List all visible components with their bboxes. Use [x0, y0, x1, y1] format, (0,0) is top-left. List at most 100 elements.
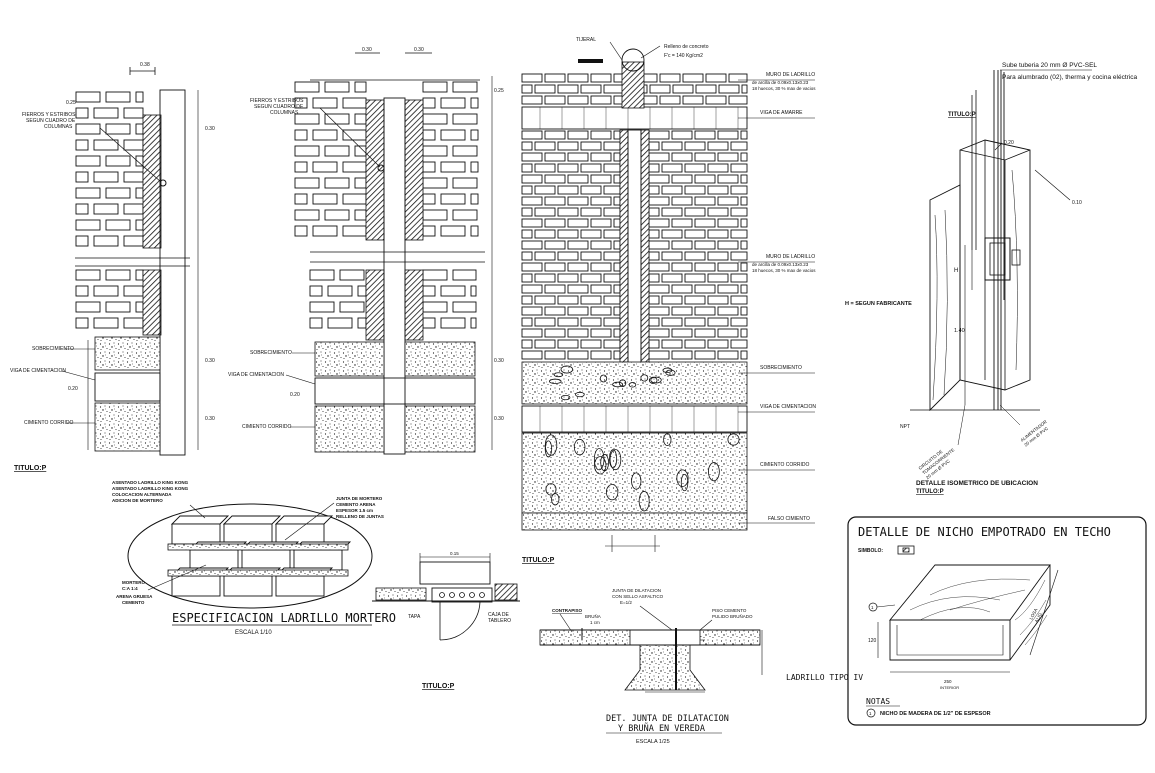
note-left-1: MORTERO: [122, 580, 145, 585]
stone: [544, 440, 553, 458]
brick-top: [274, 515, 334, 525]
brick: [603, 251, 621, 261]
brick: [327, 285, 353, 297]
label-junta-3: E=1/2: [620, 600, 632, 605]
brick: [470, 97, 479, 109]
brick: [294, 97, 308, 109]
brick: [544, 262, 566, 272]
brick: [75, 219, 101, 231]
brick: [534, 141, 556, 151]
brick: [671, 284, 693, 294]
brick: [684, 295, 706, 305]
dim-025: 0.25: [66, 100, 76, 106]
brick: [613, 328, 621, 338]
brick: [613, 130, 621, 140]
brick: [105, 187, 131, 199]
stone: [573, 438, 586, 456]
brick: [294, 161, 308, 173]
brick: [590, 174, 612, 184]
label-npt: NPT: [900, 424, 910, 430]
brick: [557, 141, 579, 151]
brick: [740, 130, 748, 140]
viga-amarre: [521, 106, 748, 130]
brick: [613, 306, 621, 316]
subtitle-detail4: TITULO:P: [916, 489, 944, 495]
brick: [740, 262, 748, 272]
label-cimiento: CIMIENTO CORRIDO: [24, 420, 73, 426]
brick: [521, 273, 533, 283]
brick: [567, 262, 589, 272]
label-bruna-1: BRUÑA: [585, 613, 601, 619]
brick: [470, 285, 477, 297]
brick: [694, 350, 716, 360]
brick: [470, 129, 479, 141]
brick: [684, 163, 706, 173]
column-hatch: [142, 114, 162, 249]
brick: [717, 284, 739, 294]
brick: [590, 328, 612, 338]
label-fc: F'c = 140 Kg/cm2: [664, 53, 703, 59]
dim-side-2: ALIG.: [1034, 611, 1044, 624]
label-piso-2: PULIDO BRUÑADO: [712, 613, 753, 619]
brick: [740, 240, 748, 250]
brick: [135, 301, 144, 313]
label-tuberia: Sube tuberia 20 mm Ø PVC-SEL: [1002, 62, 1097, 69]
brick: [603, 339, 621, 349]
brick: [580, 295, 602, 305]
column-outline: [159, 89, 186, 456]
dim-top: 0.15: [450, 551, 459, 556]
dim-030b: 0.30: [205, 358, 215, 364]
brick: [470, 317, 477, 329]
notes-title: NOTAS: [866, 697, 890, 706]
brick: [580, 273, 602, 283]
dim-030a: 0.30: [205, 126, 215, 132]
sobrecimiento-left: [314, 341, 385, 377]
brick: [671, 152, 693, 162]
brick: [672, 84, 694, 94]
brick: [707, 163, 729, 173]
brick: [613, 196, 621, 206]
note-1: NICHO DE MADERA DE 1/2" DE ESPESOR: [880, 711, 991, 717]
detail-isometric: Sube tuberia 20 mm Ø PVC-SEL Para alumbr…: [845, 62, 1138, 495]
brick: [671, 130, 693, 140]
brick: [294, 209, 320, 221]
brick: [75, 285, 89, 297]
brick: [534, 185, 556, 195]
brick: [470, 225, 479, 237]
brick: [684, 251, 706, 261]
brick: [440, 317, 466, 329]
brick: [75, 139, 89, 151]
brick: [740, 152, 748, 162]
label-fierros-1: FIERROS Y ESTRIBOS: [22, 112, 76, 118]
sobrecimiento-block: [94, 336, 161, 371]
brick: [534, 295, 556, 305]
brick: [648, 240, 670, 250]
label-piso-1: PISO CEMENTO: [712, 608, 747, 613]
title2-detail7: Y BRUÑA EN VEREDA: [618, 723, 705, 734]
brick: [312, 225, 338, 237]
brick: [123, 317, 144, 329]
column-hatch-lower: [142, 269, 162, 336]
brick: [730, 229, 748, 239]
brick: [544, 130, 566, 140]
brick: [354, 81, 367, 93]
brick: [648, 141, 660, 151]
brick: [342, 225, 367, 237]
brick: [694, 262, 716, 272]
brick: [648, 185, 660, 195]
brick: [580, 141, 602, 151]
brick: [75, 235, 89, 247]
brick: [671, 350, 693, 360]
brick: [105, 269, 131, 281]
brick: [105, 301, 131, 313]
stone: [609, 449, 622, 471]
brick: [567, 306, 589, 316]
brick: [422, 209, 448, 221]
brick: [544, 73, 566, 83]
dim-side-1: LOSA: [1028, 608, 1038, 621]
brick: [580, 84, 602, 94]
brick: [741, 84, 748, 94]
brick: [648, 207, 660, 217]
brick: [309, 285, 323, 297]
brick: [661, 295, 683, 305]
